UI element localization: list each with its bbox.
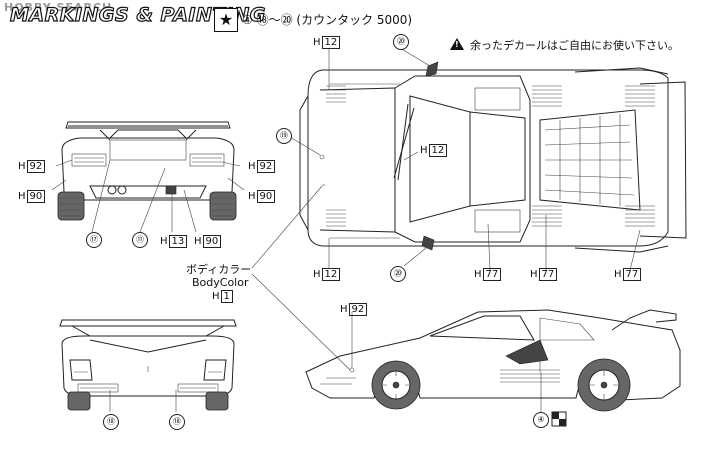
paint-prefix: H: [194, 236, 202, 247]
paint-code: 92: [348, 303, 368, 316]
front-view: [59, 319, 237, 412]
paint-code: 77: [622, 268, 642, 281]
paint-code: 12: [321, 36, 341, 49]
leader-lines: [251, 47, 641, 413]
paint-prefix: H: [212, 291, 220, 302]
paint-code: 77: [482, 268, 502, 281]
watermark: HOBBY SEARCH: [4, 1, 113, 14]
paint-code: 12: [428, 144, 448, 157]
paint-code: 90: [256, 190, 276, 203]
paint-prefix: H: [340, 304, 348, 315]
paint-prefix: H: [474, 269, 482, 280]
side-view: [305, 309, 681, 412]
paint-prefix: H: [160, 236, 168, 247]
callout-18-right: ⑱: [169, 414, 185, 430]
paint-prefix: H: [313, 37, 321, 48]
paint-code: 13: [168, 235, 188, 248]
callout-19: ⑲: [276, 128, 292, 144]
paint-prefix: H: [313, 269, 321, 280]
paint-code: 12: [321, 268, 341, 281]
paint-prefix: H: [248, 161, 256, 172]
paint-code: 90: [202, 235, 222, 248]
rear-view: [51, 121, 245, 233]
section-title: MARKINGS & PAINTING: [9, 3, 266, 26]
paint-prefix: H: [248, 191, 256, 202]
paint-prefix: H: [18, 191, 26, 202]
top-view: [299, 61, 687, 253]
warning-icon: [450, 38, 464, 50]
paint-code: 77: [538, 268, 558, 281]
paint-code: 90: [26, 190, 46, 203]
paint-code: 92: [256, 160, 276, 173]
star-icon: ★: [214, 8, 238, 32]
callout-20-top: ⑳: [393, 34, 409, 50]
callout-17: ⑰: [86, 232, 102, 248]
decal-range: ④ ⑱～⑳ (カウンタック 5000): [242, 13, 413, 27]
callout-11: ⑪: [132, 232, 148, 248]
decal-color-chip: [551, 411, 567, 427]
paint-prefix: H: [18, 161, 26, 172]
callout-4: ④: [533, 412, 549, 428]
body-color-jp: ボディカラー: [186, 263, 252, 276]
callout-18-left: ⑱: [103, 414, 119, 430]
body-color-en: BodyColor: [192, 276, 249, 289]
paint-code: 92: [26, 160, 46, 173]
paint-prefix: H: [530, 269, 538, 280]
decal-note-text: 余ったデカールはご自由にお使い下さい。: [470, 39, 679, 52]
decal-note: 余ったデカールはご自由にお使い下さい。: [450, 37, 679, 53]
callout-20-bottom: ⑳: [390, 266, 406, 282]
paint-prefix: H: [420, 145, 428, 156]
paint-code: 1: [220, 290, 233, 303]
paint-prefix: H: [614, 269, 622, 280]
